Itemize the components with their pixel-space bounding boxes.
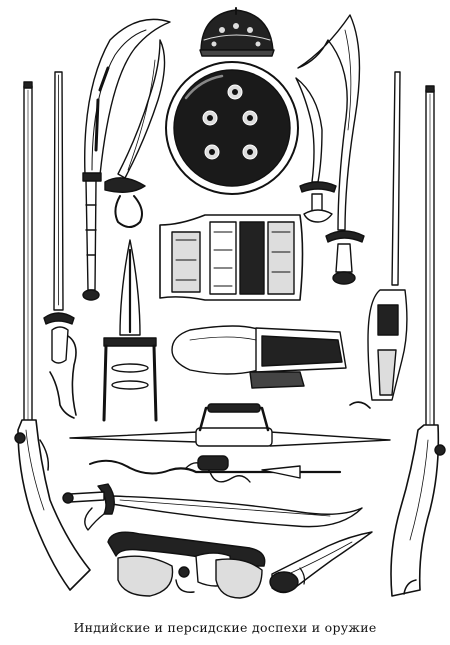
belt-with-pouches-icon (107, 531, 266, 599)
kilij-sword-icon (297, 14, 365, 285)
arm-guard-icon (171, 325, 347, 389)
matchlock-musket-icon (14, 81, 91, 591)
scimitar-icon (295, 77, 337, 223)
matchlock-musket-icon (390, 85, 446, 597)
round-shield-icon (165, 61, 299, 195)
broad-sword-icon (82, 18, 171, 301)
katar-dagger-icon (102, 239, 158, 422)
powder-horn-icon (269, 531, 373, 594)
armor-vambrace-icon (159, 214, 304, 301)
engraving-plate (14, 7, 446, 599)
talwar-sabre-icon (62, 483, 363, 531)
double-blade-icon (69, 403, 391, 447)
caption: Индийские и персидские доспехи и оружие (73, 620, 377, 635)
helmet-icon (199, 7, 275, 57)
curved-dagger-icon (104, 39, 166, 228)
straight-sword-icon (43, 71, 77, 419)
pata-gauntlet-sword-icon (349, 71, 408, 409)
wavy-spear-icon (89, 455, 342, 483)
